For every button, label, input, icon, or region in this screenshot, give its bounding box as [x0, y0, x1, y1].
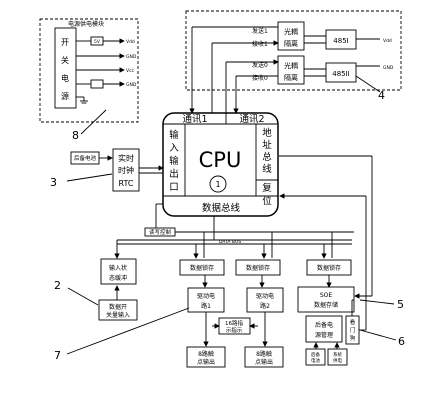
cpu-io-char-3: 输: [169, 155, 179, 167]
opto2-line1: 光耦: [284, 61, 298, 70]
watchdog-char-3: 狗: [350, 334, 356, 342]
soe-line-1: SOE: [320, 292, 333, 299]
ref-2: 2: [54, 279, 61, 292]
opto2-line2: 隔离: [284, 73, 298, 82]
power-switch-char-3: 电: [61, 73, 69, 83]
data-bus-label: DATA BUS: [219, 239, 241, 245]
cpu-title: CPU: [199, 148, 242, 172]
backup-battery-line-1: 后备: [311, 351, 320, 358]
cpu-io-char-4: 出: [169, 168, 179, 180]
backup-power-mgmt: [305, 315, 343, 343]
rtc-battery-label: 后备电池: [74, 154, 97, 162]
indicator-line-1: 16路指: [225, 319, 243, 327]
opto-isolator-2: [277, 55, 305, 85]
cpu-addr-char-4: 线: [262, 163, 272, 175]
output1-line-2: 点输出: [197, 358, 215, 366]
latch-label-3: 数据锁存: [317, 264, 341, 272]
cpu-number-circle: [209, 175, 227, 193]
latch-label-1: 数据锁存: [190, 264, 214, 272]
opto1-line2: 隔离: [284, 39, 298, 48]
ref-5: 5: [397, 298, 404, 311]
cpu-addr-char-2: 址: [262, 139, 272, 151]
power-switch-box: [54, 27, 77, 109]
cpu-data-bus-label: 数据总线: [202, 202, 241, 214]
output2-line-1: 8路触: [256, 350, 272, 358]
comm-net-1: Vdd: [383, 38, 392, 44]
indicator-line-2: 示指示: [226, 326, 243, 334]
watchdog-char-2: 门: [350, 326, 356, 334]
power-switch-char-2: 关: [61, 55, 69, 65]
output2-line-2: 点输出: [255, 358, 273, 366]
soe-storage-box: [297, 286, 355, 313]
drive2-line-2: 路2: [260, 302, 270, 310]
drive1-line-1: 驱动电: [197, 292, 215, 300]
ref-7: 7: [54, 349, 61, 362]
input-switch-box: [98, 299, 138, 321]
rs485-1-box: [325, 29, 357, 50]
cpu-io-char-1: 输: [169, 129, 179, 141]
cpu-io-char-2: 入: [169, 143, 179, 154]
system-power-box: [327, 348, 348, 366]
output1-line-1: 8路触: [198, 350, 214, 358]
ref-6: 6: [398, 335, 405, 348]
power-net-3: Vcc: [126, 68, 135, 74]
recv0-label: 接收0: [252, 74, 268, 82]
recv1-label: 接收1: [252, 40, 268, 48]
power-net-1: Vdd: [126, 39, 135, 45]
cpu-io-char-5: 口: [169, 182, 179, 193]
latch-box-1: [179, 259, 225, 276]
input-switch-line-2: 关量输入: [106, 311, 130, 319]
backup-battery-box: [305, 348, 326, 366]
watchdog-char-1: 看: [350, 318, 356, 326]
rs485-1-label: 485I: [333, 37, 348, 45]
input-switch-line-1: 数据开: [109, 303, 127, 311]
batt-mgmt-line-1: 后备电: [315, 321, 333, 329]
ref-3: 3: [50, 176, 57, 189]
cpu-addr-char-3: 总: [262, 151, 272, 163]
cpu-reset-char-2: 位: [262, 195, 272, 207]
rtc-line-3: RTC: [119, 179, 134, 188]
system-power-line-2: 供电: [333, 357, 342, 364]
power-output-label-1: 5V: [94, 39, 101, 45]
power-switch-char-4: 源: [61, 92, 69, 101]
cpu-comm1-label: 通讯1: [182, 114, 207, 125]
ref-8: 8: [72, 129, 79, 142]
send1-label: 发送1: [252, 27, 268, 35]
system-power-line-1: 系统: [333, 351, 342, 358]
soe-line-2: 数据存储: [314, 301, 338, 309]
backup-battery-line-2: 电池: [311, 357, 320, 364]
cpu-block: [162, 112, 279, 217]
send0-label: 发送0: [252, 61, 268, 69]
cpu-reset-char-1: 复: [262, 182, 272, 194]
power-module-frame: [39, 18, 139, 123]
rs485-2-box: [325, 62, 357, 83]
input-buffer-line-1: 输入状: [109, 264, 127, 272]
batt-mgmt-line-2: 源管理: [315, 331, 333, 339]
rs485-2-label: 485II: [332, 70, 350, 78]
input-buffer-box: [100, 258, 137, 285]
output-box-1: [186, 346, 226, 368]
output-box-2: [244, 346, 284, 368]
latch-box-2: [235, 259, 281, 276]
opto1-line1: 光耦: [284, 27, 298, 36]
power-switch-char-1: 开: [61, 38, 69, 47]
latch-label-2: 数据锁存: [246, 264, 270, 272]
power-net-4: GND: [126, 82, 137, 88]
ref-4: 4: [378, 89, 385, 102]
cpu-comm2-label: 通讯2: [239, 114, 264, 125]
power-module-title: 电源供电模块: [68, 20, 104, 28]
drive2-line-1: 驱动电: [256, 292, 274, 300]
rtc-line-2: 时钟: [118, 165, 134, 175]
rtc-line-1: 实时: [118, 153, 134, 163]
drive1-line-2: 路1: [201, 302, 211, 310]
rw-control-label: 读写控制: [149, 228, 172, 236]
cpu-addr-char-1: 地: [262, 127, 272, 139]
rtc-block: [112, 148, 140, 192]
power-net-2: GND: [126, 54, 137, 60]
cpu-circle-number: 1: [215, 180, 220, 189]
comm-module-frame: [185, 10, 402, 91]
comm-net-2: GND: [383, 65, 394, 71]
input-buffer-line-2: 态缓冲: [109, 274, 127, 282]
